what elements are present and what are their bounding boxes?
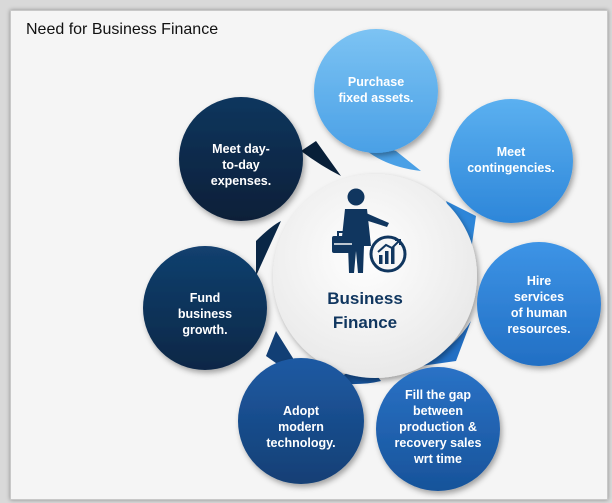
label-line: business (177, 307, 233, 321)
growth-chart-icon (369, 235, 407, 273)
label-line: growth. (182, 323, 228, 337)
label-line: Purchase (347, 75, 405, 89)
center-circle (273, 174, 477, 378)
label-fund: Fund business growth. (145, 290, 265, 338)
diagram-canvas (143, 29, 601, 491)
label-contingencies: Meet contingencies. (451, 144, 571, 176)
label-line: modern (278, 420, 324, 434)
label-line: resources. (507, 322, 571, 336)
tail-hire (421, 321, 471, 366)
label-line: Meet (496, 145, 526, 159)
briefcase-icon (332, 231, 354, 253)
label-line: to-day (222, 158, 260, 172)
label-line: production & (399, 420, 477, 434)
circle-meet-day (179, 97, 303, 221)
label-line: Fund (189, 291, 221, 305)
label-fill-gap: Fill the gap between production & recove… (378, 387, 498, 467)
label-line: recovery sales (394, 436, 482, 450)
tail-fund (256, 221, 281, 276)
label-line: Hire (526, 274, 552, 288)
label-line: between (412, 404, 463, 418)
label-line: Fill the gap (405, 388, 471, 402)
label-purchase: Purchase fixed assets. (316, 74, 436, 106)
center-label: Business Finance (305, 287, 425, 335)
circle-fill-gap (376, 367, 500, 491)
label-line: services (513, 290, 565, 304)
label-line: contingencies. (467, 161, 555, 175)
label-line: technology. (266, 436, 336, 450)
businessman-icon (341, 188, 389, 273)
label-line: fixed assets. (338, 91, 414, 105)
label-line: wrt time (414, 452, 462, 466)
center-label-line2: Finance (332, 313, 398, 332)
center-label-line1: Business (327, 289, 403, 308)
label-line: Meet day- (212, 142, 270, 156)
label-line: of human (510, 306, 568, 320)
label-meet-day: Meet day- to-day expenses. (181, 141, 301, 189)
label-line: Adopt (282, 404, 320, 418)
tail-meet-day (301, 141, 341, 176)
label-line: expenses. (210, 174, 272, 188)
label-adopt: Adopt modern technology. (241, 403, 361, 451)
circle-adopt (238, 358, 364, 484)
circle-contingencies (449, 99, 573, 223)
label-hire: Hire services of human resources. (479, 273, 599, 337)
circle-hire (477, 242, 601, 366)
diagram-title: Need for Business Finance (26, 21, 219, 38)
diagram-frame: Need for Business Finance (10, 10, 608, 500)
circle-purchase (314, 29, 438, 153)
circle-fund (143, 246, 267, 370)
